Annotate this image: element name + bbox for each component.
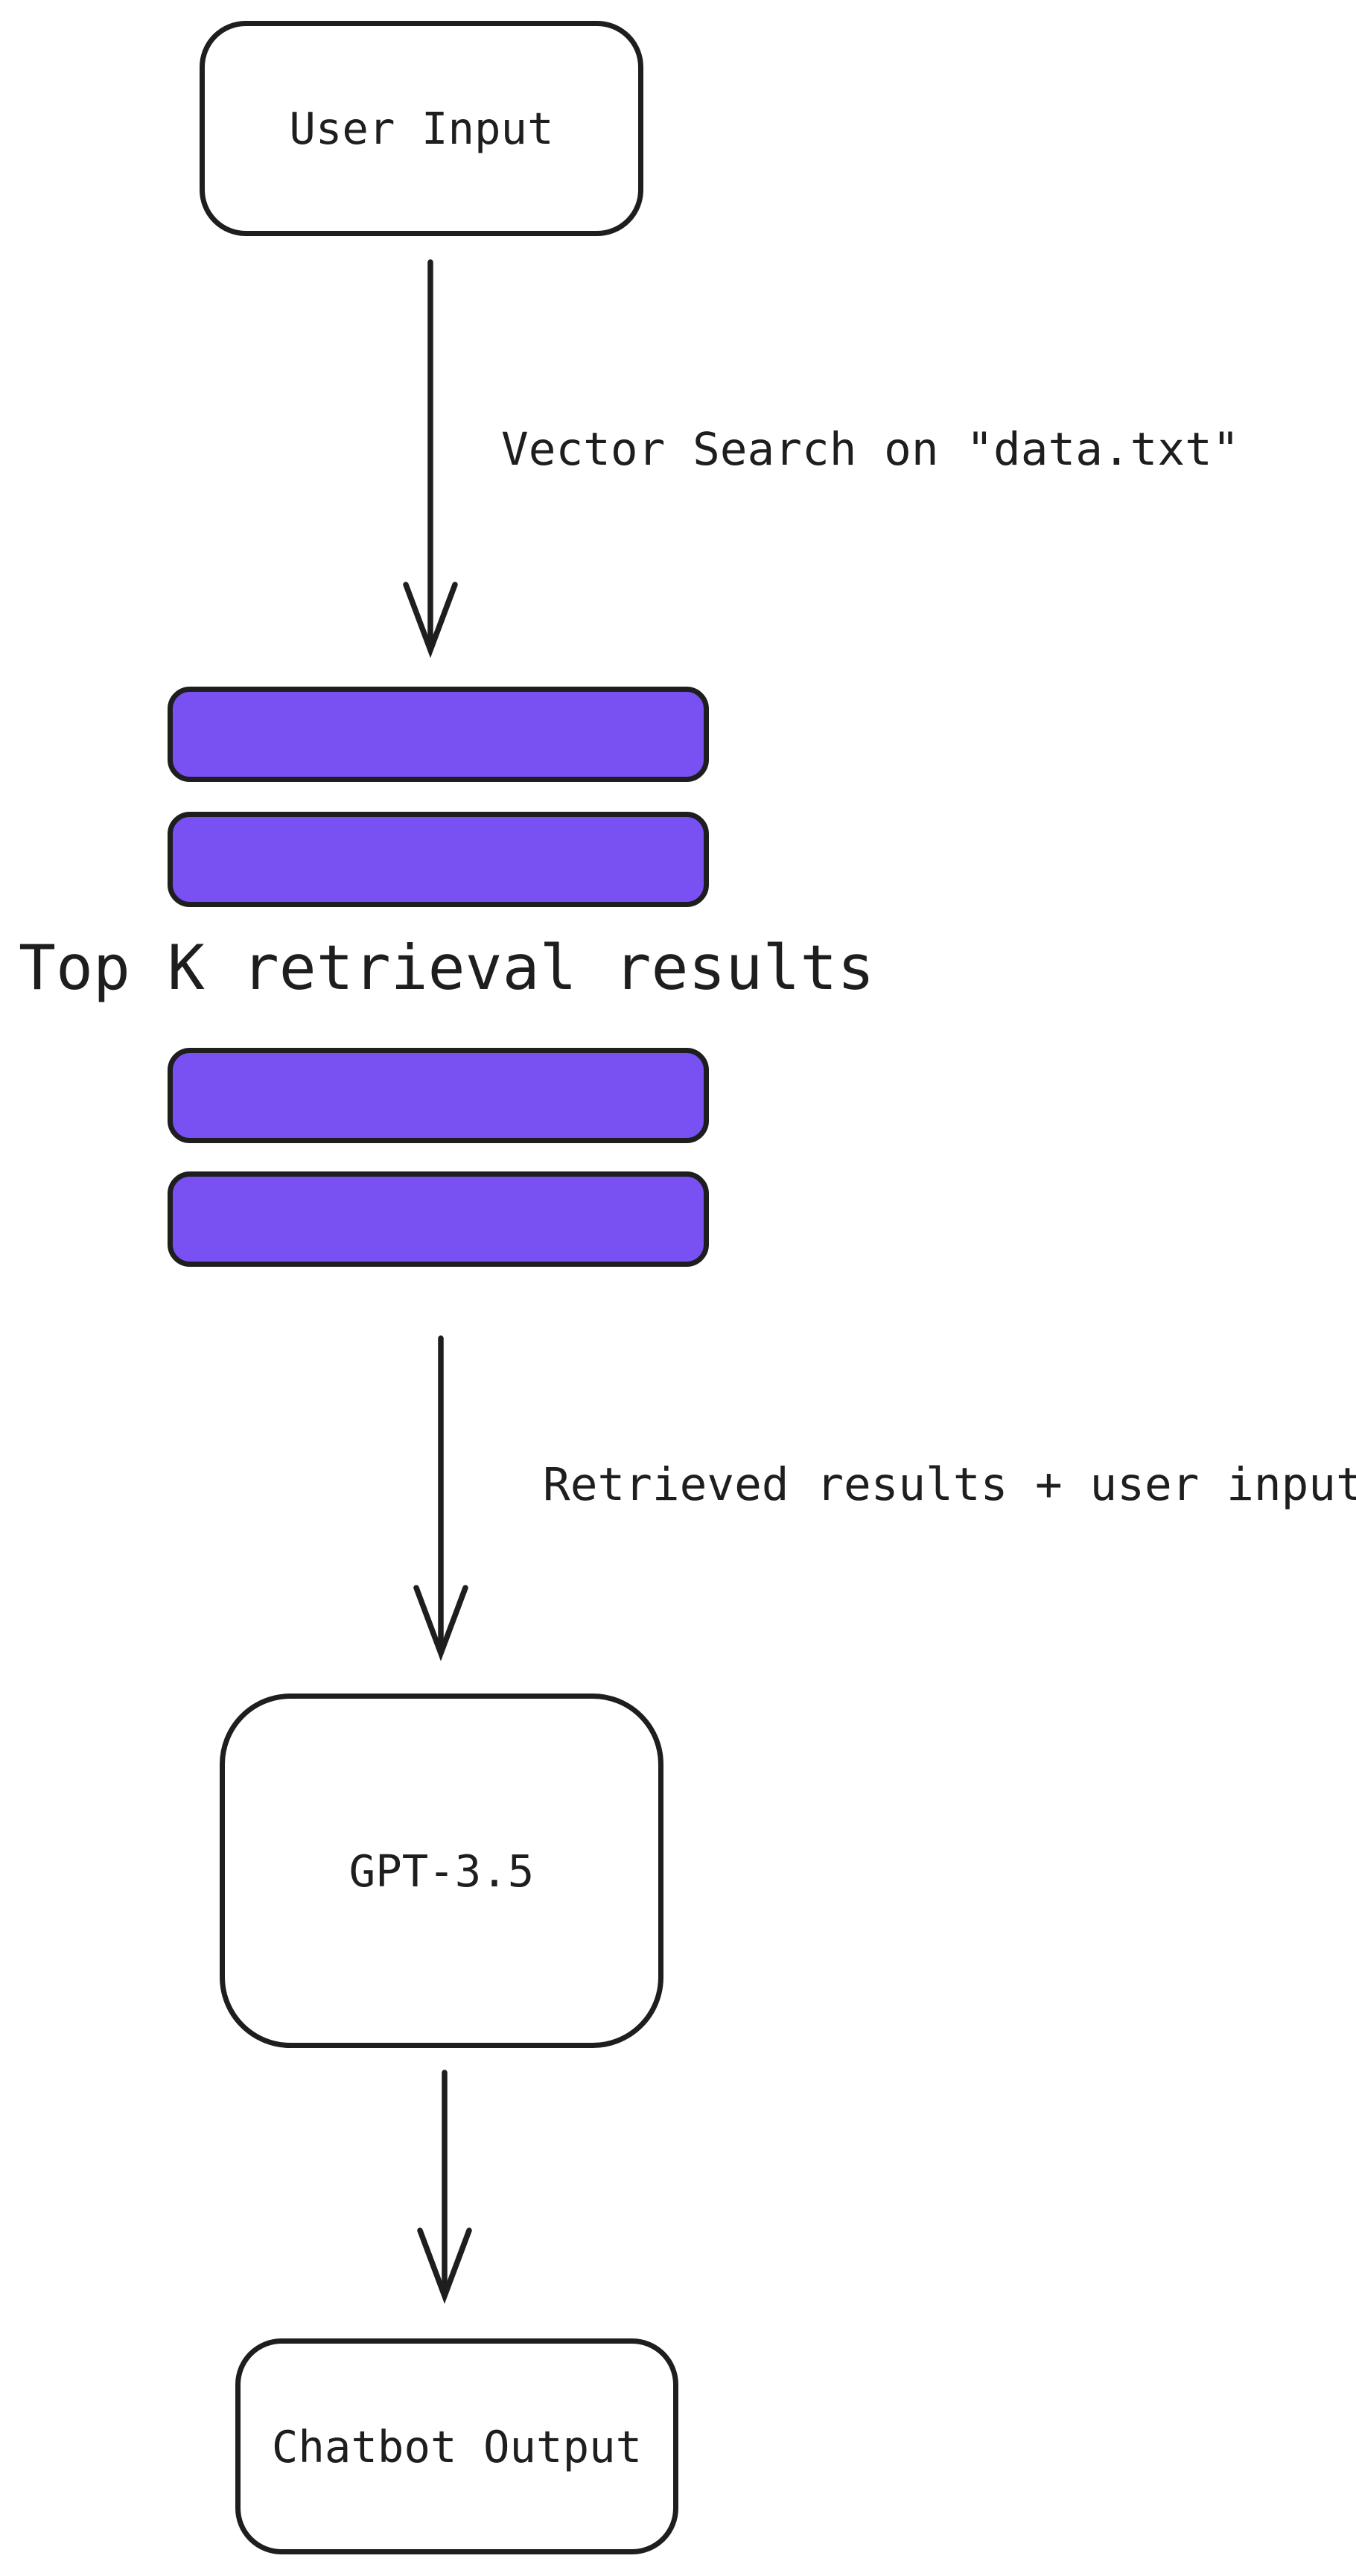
arrow-user-to-retrieval [403,259,458,658]
retrieval-result-bar [168,1171,709,1267]
chatbot-output-node: Chatbot Output [235,2338,678,2554]
chatbot-output-label: Chatbot Output [271,2420,643,2472]
arrow-gpt-to-output [417,2070,472,2304]
gpt-node: GPT-3.5 [220,1694,663,2048]
retrieval-result-bar [168,812,709,907]
arrow-head-icon [403,582,458,658]
retrieved-results-label: Retrieved results + user input [543,1458,1356,1511]
retrieval-result-bar [168,1048,709,1143]
gpt-label: GPT-3.5 [348,1845,535,1897]
retrieval-result-bar [168,687,709,782]
user-input-label: User Input [289,103,554,154]
top-k-caption: Top K retrieval results [19,932,875,1004]
arrow-head-icon [413,1585,468,1661]
arrow-head-icon [417,2227,472,2304]
user-input-node: User Input [200,21,643,236]
vector-search-label: Vector Search on "data.txt" [501,423,1240,476]
arrow-retrieval-to-gpt [413,1335,468,1661]
